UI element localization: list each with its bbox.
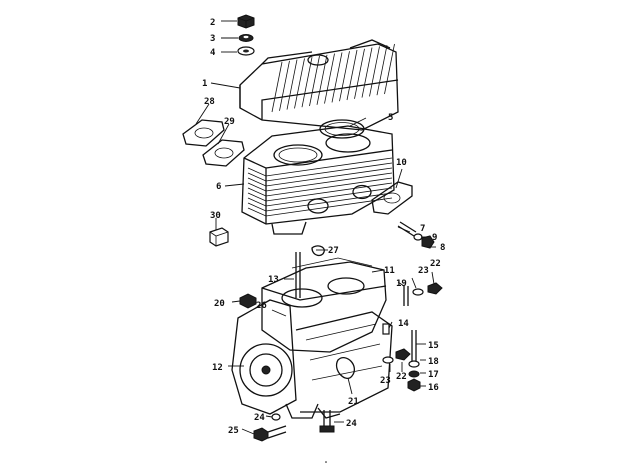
dowel-pin [382,323,390,335]
callout-26: 26 [256,301,267,311]
flat-washer [237,46,255,56]
cooling-fin [384,43,395,95]
cylinder-head [239,39,399,131]
callout-2: 2 [210,18,215,28]
cooling-fin [331,52,343,103]
callout-22a: 22 [430,259,441,269]
rubber-block [209,227,229,247]
cooling-fin [369,46,380,97]
nut-right-lower [395,348,411,361]
callout-12: 12 [212,363,223,373]
callout-23b: 23 [380,376,391,386]
cylinder-fin [247,162,393,182]
long-stud-left [295,252,301,298]
cooling-fin [271,61,283,113]
cooling-fin [301,57,313,108]
callout-25: 25 [228,426,239,436]
crankcase [231,257,393,419]
callout-9: 9 [432,233,437,243]
cylinder-fin [247,192,393,212]
exhaust-washer [413,233,423,241]
callout-3: 3 [210,34,215,44]
stray-dot [325,461,327,463]
callout-27: 27 [328,246,339,256]
stud-washer-top [408,360,420,368]
cylinder-fin [247,182,393,202]
cooling-fin [279,60,290,111]
callout-29: 29 [224,117,235,127]
callout-21: 21 [348,397,359,407]
cooling-fin [286,59,298,110]
cooling-fin [294,58,305,109]
o-ring [311,245,325,257]
exhaust-stud [397,221,417,237]
callout-5: 5 [388,113,393,123]
cooling-fin [324,53,335,104]
callout-labels: 2 3 4 1 5 28 29 6 10 30 7 9 8 27 13 11 1… [202,18,445,436]
intake-gasket-outer [182,119,225,147]
cooling-fin [339,51,350,102]
small-washer [271,413,281,421]
lock-washer [238,34,254,42]
cooling-fin [309,55,320,107]
callout-20: 20 [214,299,225,309]
cylinder-fin [247,167,393,187]
leader-lines [195,20,436,435]
callout-28: 28 [204,97,215,107]
callout-13: 13 [268,275,279,285]
callout-24a: 24 [254,413,265,423]
callout-10: 10 [396,158,407,168]
callout-7: 7 [420,224,425,234]
callout-15: 15 [428,341,439,351]
bolt-left [253,425,287,442]
washer-right-lower [382,356,394,364]
long-stud-right [411,330,417,362]
callout-24b: 24 [346,419,357,429]
callout-16: 16 [428,383,439,393]
callout-19: 19 [396,279,407,289]
cylinder-fin [247,157,393,177]
callout-23a: 23 [418,266,429,276]
stud-lockwasher [408,370,420,378]
stud-nut [407,378,421,392]
crankcase-seal [335,357,355,379]
nut-right-upper [427,282,443,295]
cylinder-head-nut [237,14,255,29]
intake-gasket-inner [202,139,245,167]
cylinder-fin [247,197,393,217]
drain-plug [239,293,257,309]
callout-11: 11 [384,266,395,276]
bolt-bottom [319,410,335,433]
callout-8: 8 [440,243,445,253]
cooling-fin [354,48,365,99]
callout-6: 6 [216,182,221,192]
washer-right-upper [412,288,424,296]
callout-22b: 22 [396,372,407,382]
callout-18: 18 [428,357,439,367]
exhaust-nut [421,235,435,249]
cylinder-fin [247,187,393,207]
callout-17: 17 [428,370,439,380]
callout-4: 4 [210,48,216,58]
cooling-fin [361,47,373,98]
cooling-fin [346,49,358,101]
short-stud [403,286,409,306]
cylinder-fin [247,177,393,197]
cylinder-fin [247,172,393,192]
callout-30: 30 [210,211,221,221]
callout-14: 14 [398,319,409,329]
cylinder-block [241,125,395,235]
callout-1: 1 [202,79,207,89]
cooling-fin [376,45,388,96]
